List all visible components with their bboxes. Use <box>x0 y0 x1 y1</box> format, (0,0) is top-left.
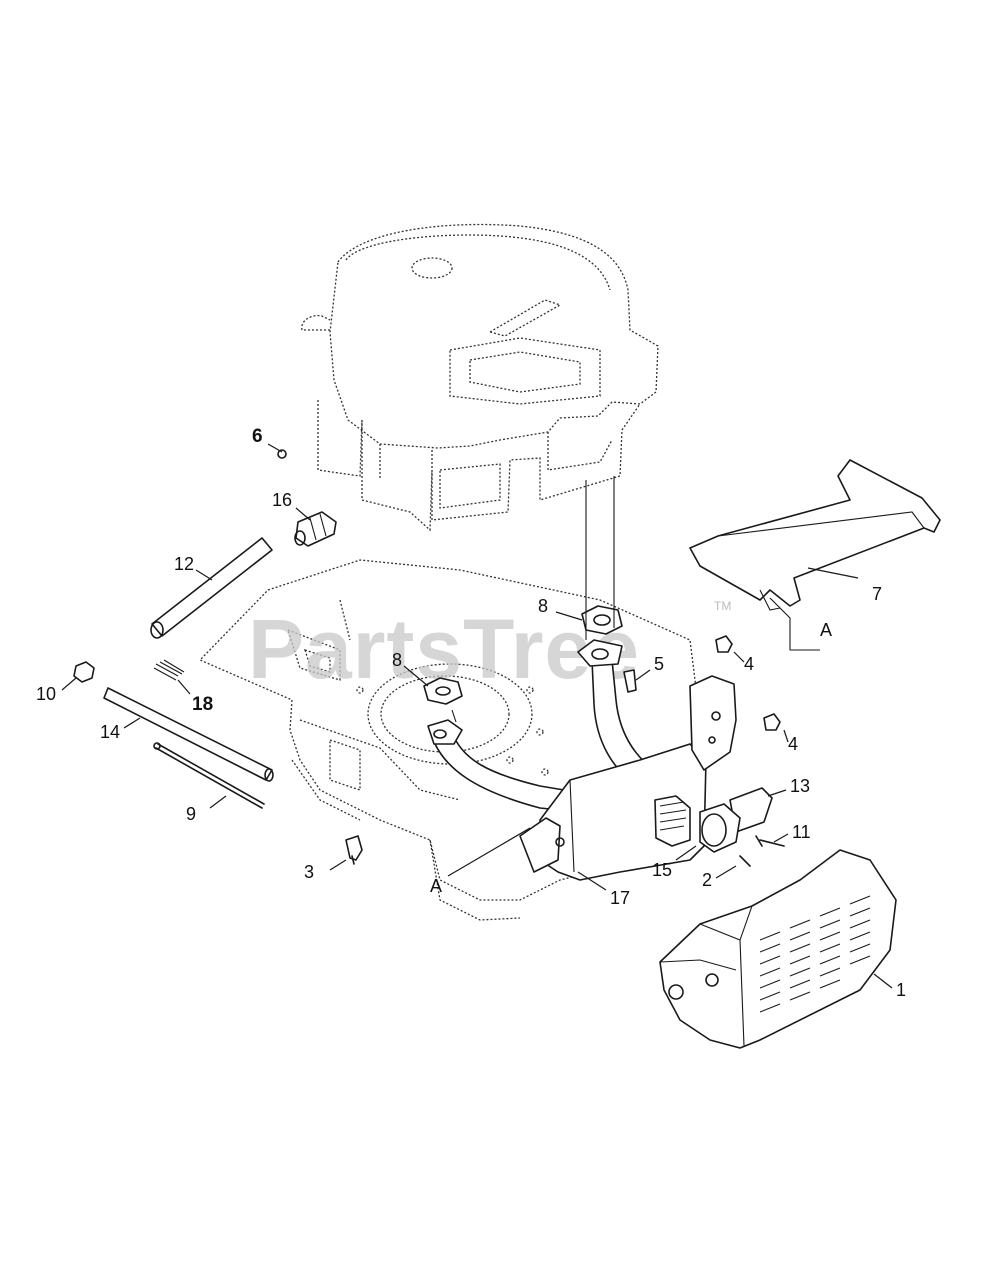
callout-13: 13 <box>790 776 810 796</box>
part-4-nut-lower <box>763 713 781 731</box>
callout-ref-a-left: A <box>430 876 442 896</box>
part-9-cable-tie <box>153 742 265 809</box>
watermark-trademark: TM <box>714 599 731 613</box>
callout-labels: 6 16 12 7 8 A 8 5 4 10 18 14 4 13 9 11 3… <box>36 426 906 1000</box>
callout-5: 5 <box>654 654 664 674</box>
callout-8-lower: 8 <box>392 650 402 670</box>
part-11-screw <box>755 835 785 847</box>
callout-2: 2 <box>702 870 712 890</box>
callout-16: 16 <box>272 490 292 510</box>
part-1-muffler-guard <box>659 849 897 1049</box>
callout-1: 1 <box>896 980 906 1000</box>
part-5-bolt <box>623 669 637 693</box>
callout-3: 3 <box>304 862 314 882</box>
callout-8-upper: 8 <box>538 596 548 616</box>
frame-outline <box>198 559 701 921</box>
part-6-screw <box>277 449 287 459</box>
callout-11: 11 <box>792 822 811 842</box>
part-4-nut-upper <box>715 635 733 653</box>
exhaust-pipe-left <box>427 709 565 811</box>
part-8-gasket-lower <box>423 677 463 705</box>
callout-15: 15 <box>652 860 672 880</box>
callout-14: 14 <box>100 722 120 742</box>
alignment-lines <box>585 476 820 651</box>
callout-12: 12 <box>174 554 194 574</box>
callout-ref-a-right: A <box>820 620 832 640</box>
callout-18: 18 <box>192 694 213 715</box>
callout-9: 9 <box>186 804 196 824</box>
part-7-heat-shield <box>689 459 941 611</box>
part-16-fitting <box>294 511 337 547</box>
muffler-bracket <box>689 675 737 771</box>
leader-lines <box>61 443 893 989</box>
callout-4-lower: 4 <box>788 734 798 754</box>
engine-outline <box>301 223 659 532</box>
callout-4-upper: 4 <box>744 654 754 674</box>
part-18-spring <box>153 659 185 681</box>
part-3-bolt <box>345 835 363 865</box>
callout-7: 7 <box>872 584 882 604</box>
callout-6: 6 <box>252 426 263 447</box>
part-8-gasket-upper <box>581 605 623 635</box>
exhaust-pipe-right <box>577 639 661 791</box>
callout-17: 17 <box>610 888 630 908</box>
part-17-muffler <box>519 743 707 881</box>
part-2-screw <box>739 855 751 867</box>
part-13-spark-arrestor <box>699 787 773 853</box>
part-14-rod <box>103 687 274 782</box>
part-12-tube <box>150 537 273 639</box>
callout-10: 10 <box>36 684 56 704</box>
part-10-nut <box>73 661 95 683</box>
